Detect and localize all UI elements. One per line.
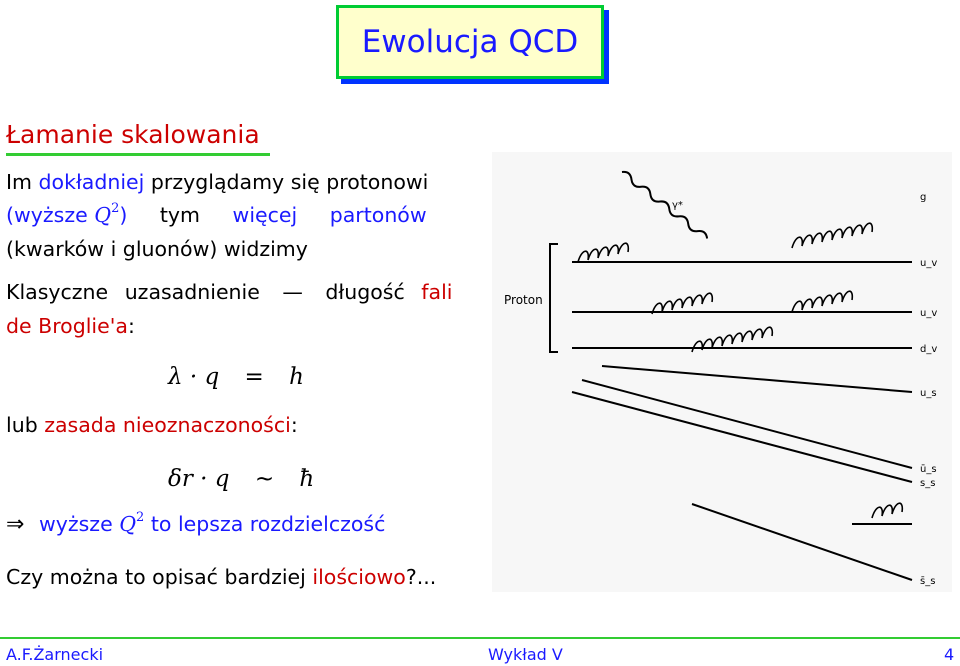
photon-line xyxy=(621,170,709,239)
line-ss-bar xyxy=(691,503,913,581)
paragraph-1-line-3: (kwarków i gluonów) widzimy xyxy=(6,237,308,261)
equation-uncertainty: δr · q ∼ ħ xyxy=(168,466,315,492)
implies-icon: ⇒ xyxy=(6,512,25,537)
slide-title: Ewolucja QCD xyxy=(361,24,579,60)
label-us-bar: ū_s xyxy=(920,464,937,475)
implication-line: ⇒ wyższe Q2 to lepsza rozdzielczość xyxy=(6,510,386,537)
paragraph-1-line-1: Im dokładniej przyglądamy się protonowi xyxy=(6,170,428,194)
text-dokladniej: dokładniej xyxy=(38,170,145,194)
diagram-background xyxy=(492,152,952,592)
label-uv-1: u_v xyxy=(920,258,937,269)
photon-label: γ* xyxy=(672,200,683,211)
text-wiecej: więcej xyxy=(232,203,298,227)
label-us: u_s xyxy=(920,388,937,399)
paragraph-3: lub zasada nieoznaczoności: xyxy=(6,413,298,437)
gluon-4 xyxy=(691,326,774,353)
text-fali: fali xyxy=(421,280,453,304)
gluon-1 xyxy=(577,242,630,263)
text-ilosciowo: ilościowo xyxy=(312,565,406,589)
slide-title-box: Ewolucja QCD xyxy=(336,5,604,79)
math-q-squared: Q2 xyxy=(94,201,120,227)
section-underline xyxy=(6,153,270,156)
gluon-3 xyxy=(791,290,854,313)
line-us xyxy=(601,365,913,393)
deep-inelastic-scattering-diagram: Proton γ* g u_v u_v d_v u_s ū_s s_s s̄_s xyxy=(492,152,952,592)
text-przygladamy: przyglądamy się protonowi xyxy=(150,170,429,194)
text-dlugosc: długość xyxy=(325,280,405,304)
paragraph-1-line-2: (wyższe Q2) tym więcej partonów xyxy=(6,201,427,227)
section-heading: Łamanie skalowania xyxy=(6,120,260,149)
math-q-squared-2: Q2 xyxy=(119,510,145,536)
question-line: Czy można to opisać bardziej ilościowo?.… xyxy=(6,565,437,589)
footer-page-number: 4 xyxy=(944,645,955,664)
gluon-g xyxy=(791,222,874,249)
text-paren: ) xyxy=(119,203,128,227)
text-tym: tym xyxy=(159,203,201,227)
label-ss: s_s xyxy=(920,478,935,489)
outgoing-labels: g u_v u_v d_v u_s ū_s s_s s̄_s xyxy=(920,192,937,587)
text-partonow: partonów xyxy=(329,203,427,227)
text-dash: — xyxy=(282,280,303,304)
footer-rule xyxy=(0,637,960,639)
footer-author: A.F.Żarnecki xyxy=(6,645,104,664)
paragraph-2-line-2: de Broglie'a: xyxy=(6,314,135,338)
proton-bracket xyxy=(549,243,558,353)
text-klasyczne: Klasyczne xyxy=(6,280,109,304)
footer-lecture: Wykład V xyxy=(488,645,563,664)
gluon-curls xyxy=(577,222,904,519)
text-wyzsze: (wyższe xyxy=(6,203,88,227)
proton-label: Proton xyxy=(504,293,543,307)
label-uv-2: u_v xyxy=(920,308,937,319)
gluon-5 xyxy=(871,502,904,519)
equation-de-broglie: λ · q = h xyxy=(168,364,304,390)
text-uzasadnienie: uzasadnienie xyxy=(124,280,260,304)
text-zasada-nieoznaczonosci: zasada nieoznaczoności xyxy=(44,413,291,437)
label-ss-bar: s̄_s xyxy=(920,576,935,587)
paragraph-2-line-1: Klasyczne uzasadnienie — długość fali xyxy=(6,280,452,304)
text-im: Im xyxy=(6,170,33,194)
line-ss xyxy=(571,391,913,483)
label-g: g xyxy=(920,192,926,203)
line-us-bar xyxy=(581,379,913,469)
gluon-2 xyxy=(651,292,714,315)
label-dv: d_v xyxy=(920,344,937,355)
text-de-broglie: de Broglie'a xyxy=(6,314,128,338)
